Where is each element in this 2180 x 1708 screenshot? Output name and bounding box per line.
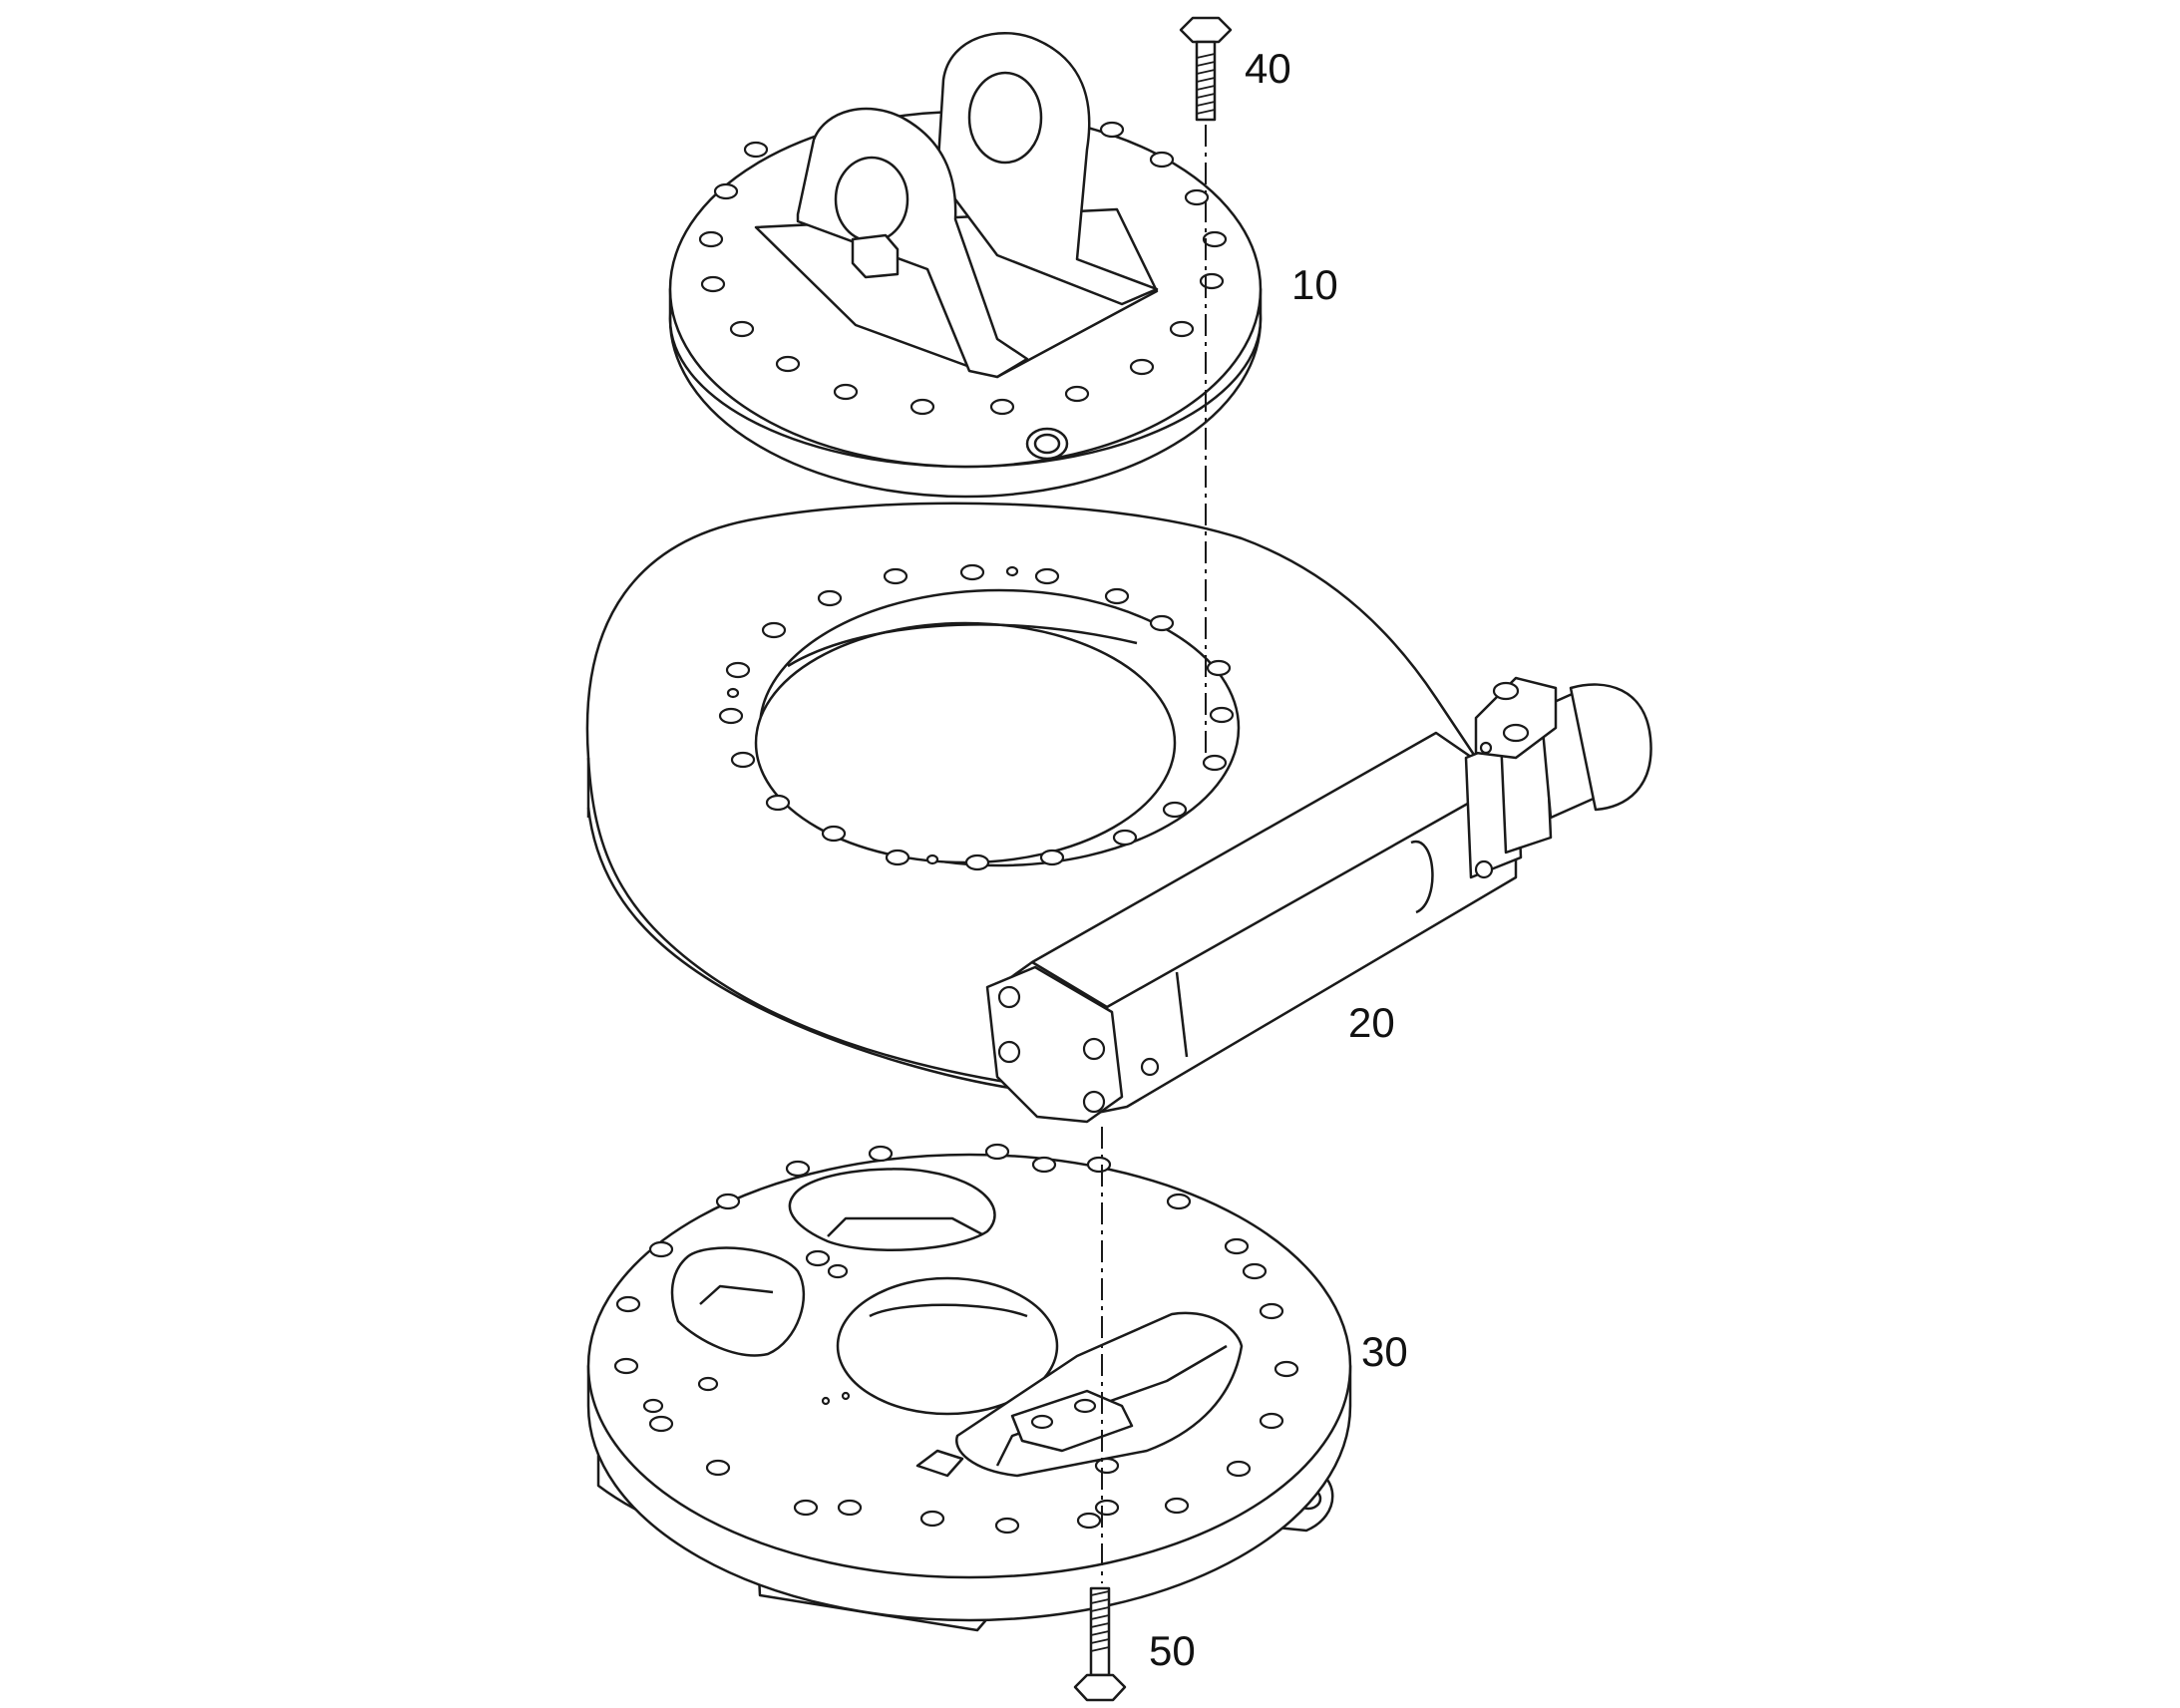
part-10-top-plate <box>668 32 1263 499</box>
top-plate-bolt-holes <box>698 121 1228 416</box>
callout-30: 30 <box>1361 1328 1408 1375</box>
part-30-base-plate <box>586 1143 1352 1632</box>
callout-50: 50 <box>1149 1627 1196 1674</box>
part-40-bolt <box>1179 16 1233 122</box>
callout-20: 20 <box>1348 999 1395 1046</box>
callout-40: 40 <box>1245 45 1291 92</box>
drive-bolt-holes <box>718 563 1235 871</box>
assembly-centerlines <box>1101 125 1207 1583</box>
base-plate-bolt-holes <box>613 1143 1299 1535</box>
part-50-bolt <box>1073 1586 1127 1702</box>
part-20-slewing-drive <box>585 502 1652 1124</box>
callout-10: 10 <box>1291 261 1338 308</box>
